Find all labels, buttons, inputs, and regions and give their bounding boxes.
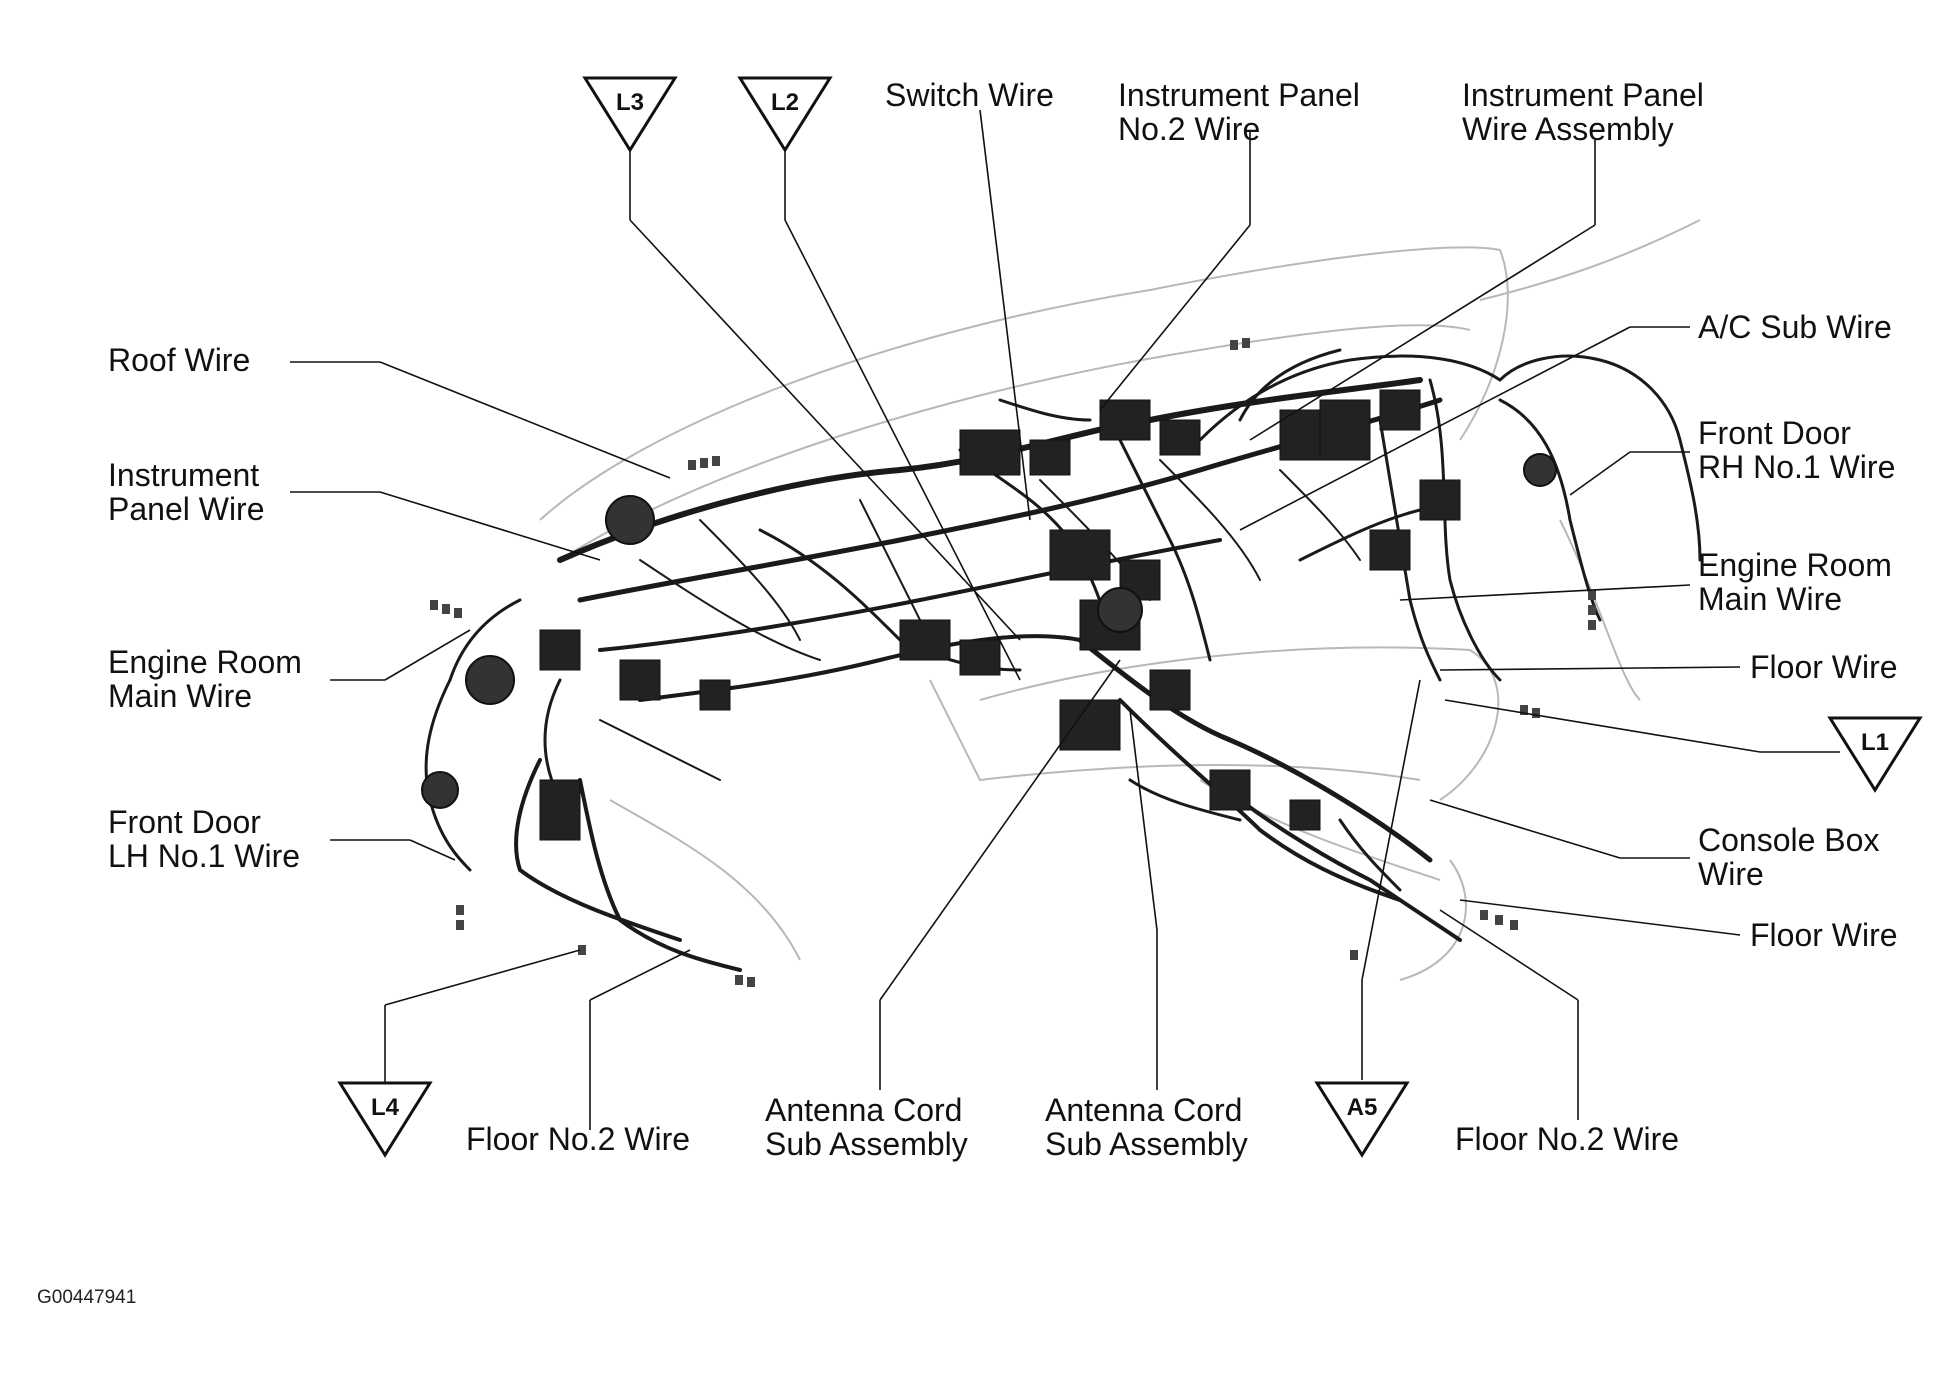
wiring-harness	[424, 348, 1702, 972]
label-instrument-panel-wire-assembly: Instrument Panel Wire Assembly	[1462, 77, 1704, 147]
connector-a5-label: A5	[1347, 1094, 1378, 1121]
connector-l4-label: L4	[371, 1094, 400, 1121]
label-floor-wire-upper: Floor Wire	[1750, 649, 1898, 685]
label-front-door-lh-no1-wire: Front Door LH No.1 Wire	[108, 804, 301, 874]
label-roof-wire: Roof Wire	[108, 342, 251, 378]
label-switch-wire: Switch Wire	[885, 77, 1054, 113]
connector-blocks	[539, 389, 1461, 841]
grommets	[421, 453, 1557, 809]
label-floor-no2-wire-left: Floor No.2 Wire	[466, 1121, 691, 1157]
connector-l1: L1	[1827, 716, 1923, 793]
connector-l4: L4	[337, 1081, 433, 1158]
label-antenna-cord-sub-assembly-right: Antenna Cord Sub Assembly	[1045, 1092, 1248, 1162]
terminal-connectors	[430, 338, 1596, 987]
connector-l3-label: L3	[616, 89, 644, 116]
label-engine-room-main-wire-left: Engine Room Main Wire	[108, 644, 302, 714]
figure-id: G00447941	[37, 1287, 137, 1308]
label-console-box-wire: Console Box Wire	[1698, 822, 1880, 892]
label-instrument-panel-wire: Instrument Panel Wire	[108, 457, 265, 527]
connector-l2-label: L2	[771, 89, 799, 116]
label-antenna-cord-sub-assembly-left: Antenna Cord Sub Assembly	[765, 1092, 968, 1162]
label-floor-no2-wire-right: Floor No.2 Wire	[1455, 1121, 1680, 1157]
label-ac-sub-wire: A/C Sub Wire	[1698, 309, 1892, 345]
connector-l1-label: L1	[1861, 729, 1889, 756]
connector-a5: A5	[1314, 1081, 1410, 1158]
connector-l3: L3	[582, 76, 678, 153]
connector-l2: L2	[737, 76, 833, 153]
label-instrument-panel-no2-wire: Instrument Panel No.2 Wire	[1118, 77, 1360, 147]
label-engine-room-main-wire-right: Engine Room Main Wire	[1698, 547, 1892, 617]
leader-lines	[290, 109, 1840, 1130]
label-floor-wire-lower: Floor Wire	[1750, 917, 1898, 953]
label-front-door-rh-no1-wire: Front Door RH No.1 Wire	[1698, 415, 1896, 485]
